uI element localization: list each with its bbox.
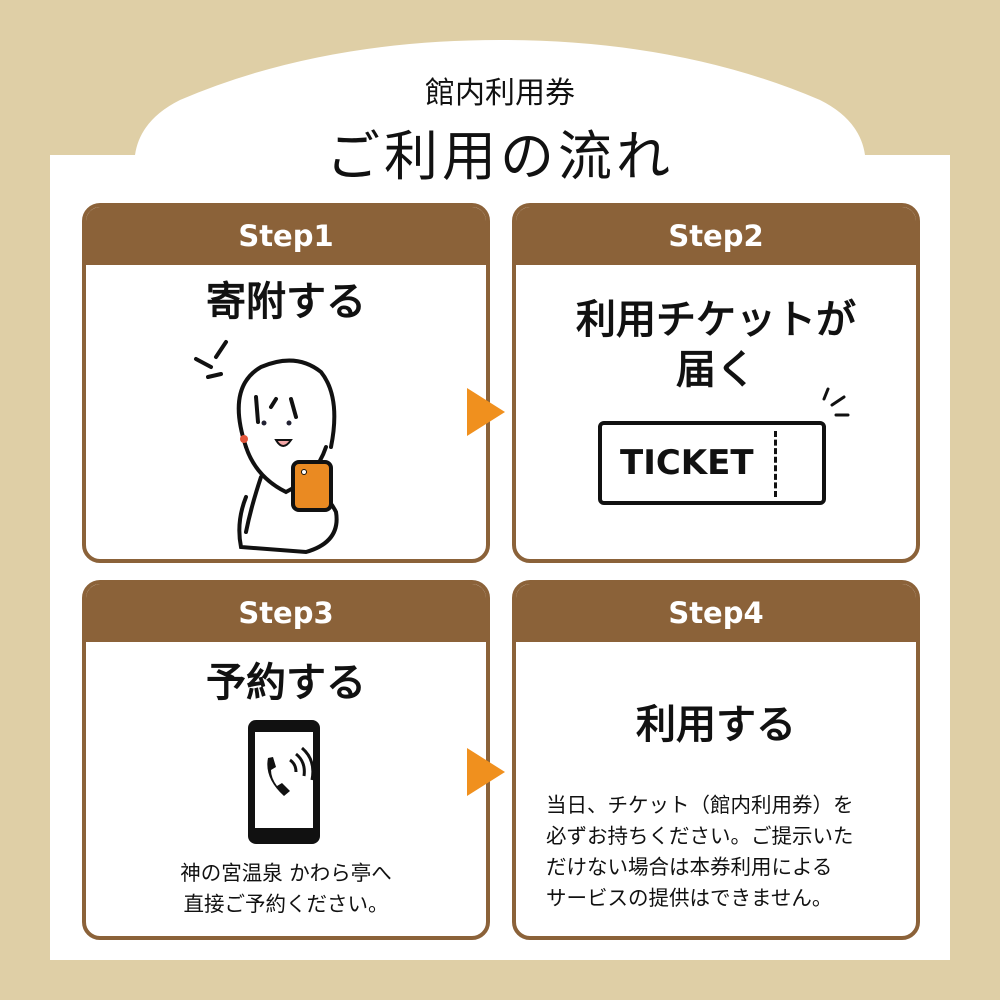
step4-label: Step4 (516, 584, 916, 642)
woman-with-phone-illustration (194, 340, 339, 555)
step4-heading: 利用する (636, 702, 796, 748)
page-title: ご利用の流れ (326, 125, 674, 188)
step3-heading: 予約する (206, 660, 366, 706)
step4-note-line4: サービスの提供はできません。 (546, 886, 833, 910)
step2-heading-line2: 届く (676, 347, 756, 393)
step3-note-line1: 神の宮温泉 かわら亭へ (180, 861, 392, 885)
step4-card: Step4 利用する 当日、チケット（館内利用券）を 必ずお持ちください。ご提示… (512, 580, 920, 940)
step1-label: Step1 (86, 207, 486, 265)
step2-card: Step2 利用チケットが 届く TICKET (512, 203, 920, 563)
ticket-icon: TICKET (598, 421, 826, 505)
arrow-right-icon (467, 748, 505, 796)
step1-heading: 寄附する (206, 279, 366, 325)
smartphone-call-icon (248, 720, 320, 844)
arrow-right-icon (467, 388, 505, 436)
step2-heading-line1: 利用チケットが (576, 297, 856, 343)
step4-note-line1: 当日、チケット（館内利用券）を (546, 793, 854, 817)
step3-label: Step3 (86, 584, 486, 642)
step4-note-line2: 必ずお持ちください。ご提示いた (546, 824, 854, 848)
sparkle-lines-icon (822, 387, 850, 417)
step3-note-line2: 直接ご予約ください。 (183, 892, 389, 916)
step4-note-line3: だけない場合は本券利用による (546, 855, 833, 879)
subtitle: 館内利用券 (425, 76, 575, 111)
step3-card: Step3 予約する 神の宮温泉 かわら亭へ 直接ご予約ください。 (82, 580, 490, 940)
step1-card: Step1 寄附する (82, 203, 490, 563)
step2-label: Step2 (516, 207, 916, 265)
ticket-text: TICKET (620, 443, 754, 483)
